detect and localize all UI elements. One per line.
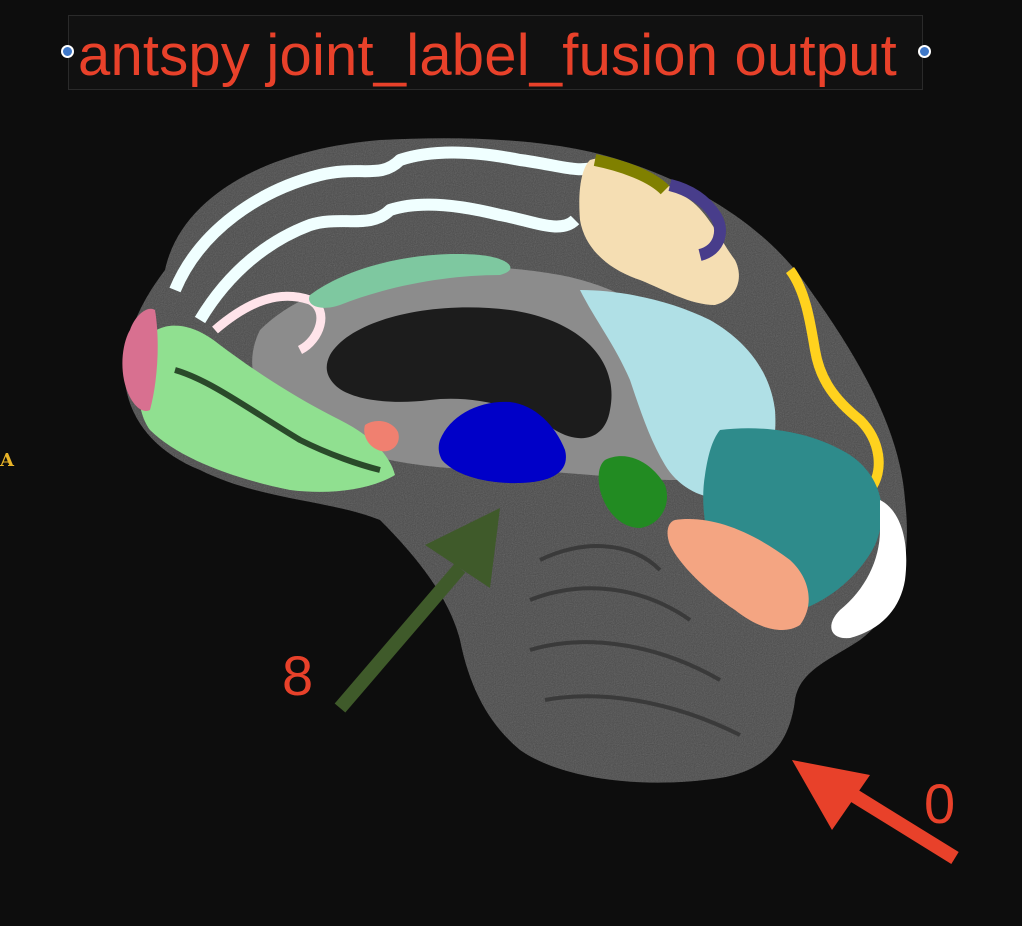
- arrow-red-label: 0: [924, 772, 956, 835]
- parietal-sulcus-olive: [593, 154, 670, 195]
- thalamus-label: [438, 401, 566, 484]
- frontal-label: [138, 325, 395, 492]
- subcallosal-label: [364, 420, 399, 452]
- selection-handle-right-icon[interactable]: [918, 45, 931, 58]
- edge-glyph: A: [0, 450, 14, 471]
- cingulate-label: [309, 254, 511, 308]
- selection-handle-left-icon[interactable]: [61, 45, 74, 58]
- frontal-pole-label: [122, 308, 158, 411]
- isthmus-label: [598, 456, 668, 528]
- title-box[interactable]: [68, 15, 923, 90]
- arrow-green-label: 8: [282, 644, 314, 707]
- frontal-label-detail: [174, 367, 381, 473]
- cerebellum-folia: [529, 544, 741, 737]
- page-title[interactable]: antspy joint_label_fusion output: [78, 23, 897, 88]
- parietal-sulcus-purple: [668, 179, 726, 261]
- parietal-label: [579, 158, 739, 305]
- occipital-pole-label: [831, 500, 907, 639]
- lateral-ventricle: [326, 307, 612, 439]
- cuneus-label: [785, 267, 884, 493]
- lingual-label: [667, 519, 809, 630]
- cortex-ribbon-superior: [169, 146, 603, 324]
